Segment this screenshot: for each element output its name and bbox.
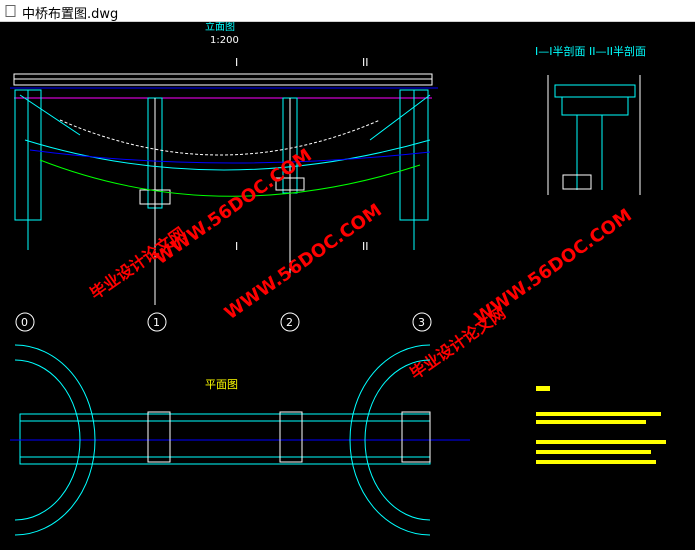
elevation-title: 立面图: [205, 22, 235, 33]
ground-lines: [24, 119, 431, 197]
section-view: [547, 75, 641, 195]
watermark-url-3: WWW.56DOC.COM: [221, 200, 386, 324]
axis-label-2: 2: [286, 316, 293, 329]
bridge-deck: [10, 73, 438, 99]
title-bar: 中桥布置图.dwg: [0, 0, 695, 22]
axis-label-0: 0: [21, 316, 28, 329]
section-title: I—I半剖面 II—II半剖面: [535, 44, 646, 58]
document-icon: [5, 5, 16, 17]
elevation-scale: 1:200: [210, 35, 239, 46]
abutments: [14, 89, 431, 250]
plan-view: [10, 344, 470, 536]
window-title: 中桥布置图.dwg: [22, 7, 119, 22]
axis-markers: [15, 312, 432, 332]
plan-title: 平面图: [205, 378, 238, 391]
axis-label-1: 1: [153, 316, 160, 329]
section-mark-2: II: [362, 56, 369, 69]
cad-drawing-canvas[interactable]: 立面图 1:200 I II I II WWW.56DOC.COM 毕业设计论文…: [0, 20, 695, 545]
drawing-notes: [536, 386, 666, 464]
watermark-cn-1: 毕业设计论文网: [86, 223, 189, 303]
section-mark-4: II: [362, 240, 369, 253]
section-mark-3: I: [235, 240, 238, 253]
axis-label-3: 3: [418, 316, 425, 329]
piers: [139, 97, 305, 305]
section-mark-1: I: [235, 56, 238, 69]
drawing-svg: 立面图 1:200 I II I II WWW.56DOC.COM 毕业设计论文…: [10, 20, 666, 536]
